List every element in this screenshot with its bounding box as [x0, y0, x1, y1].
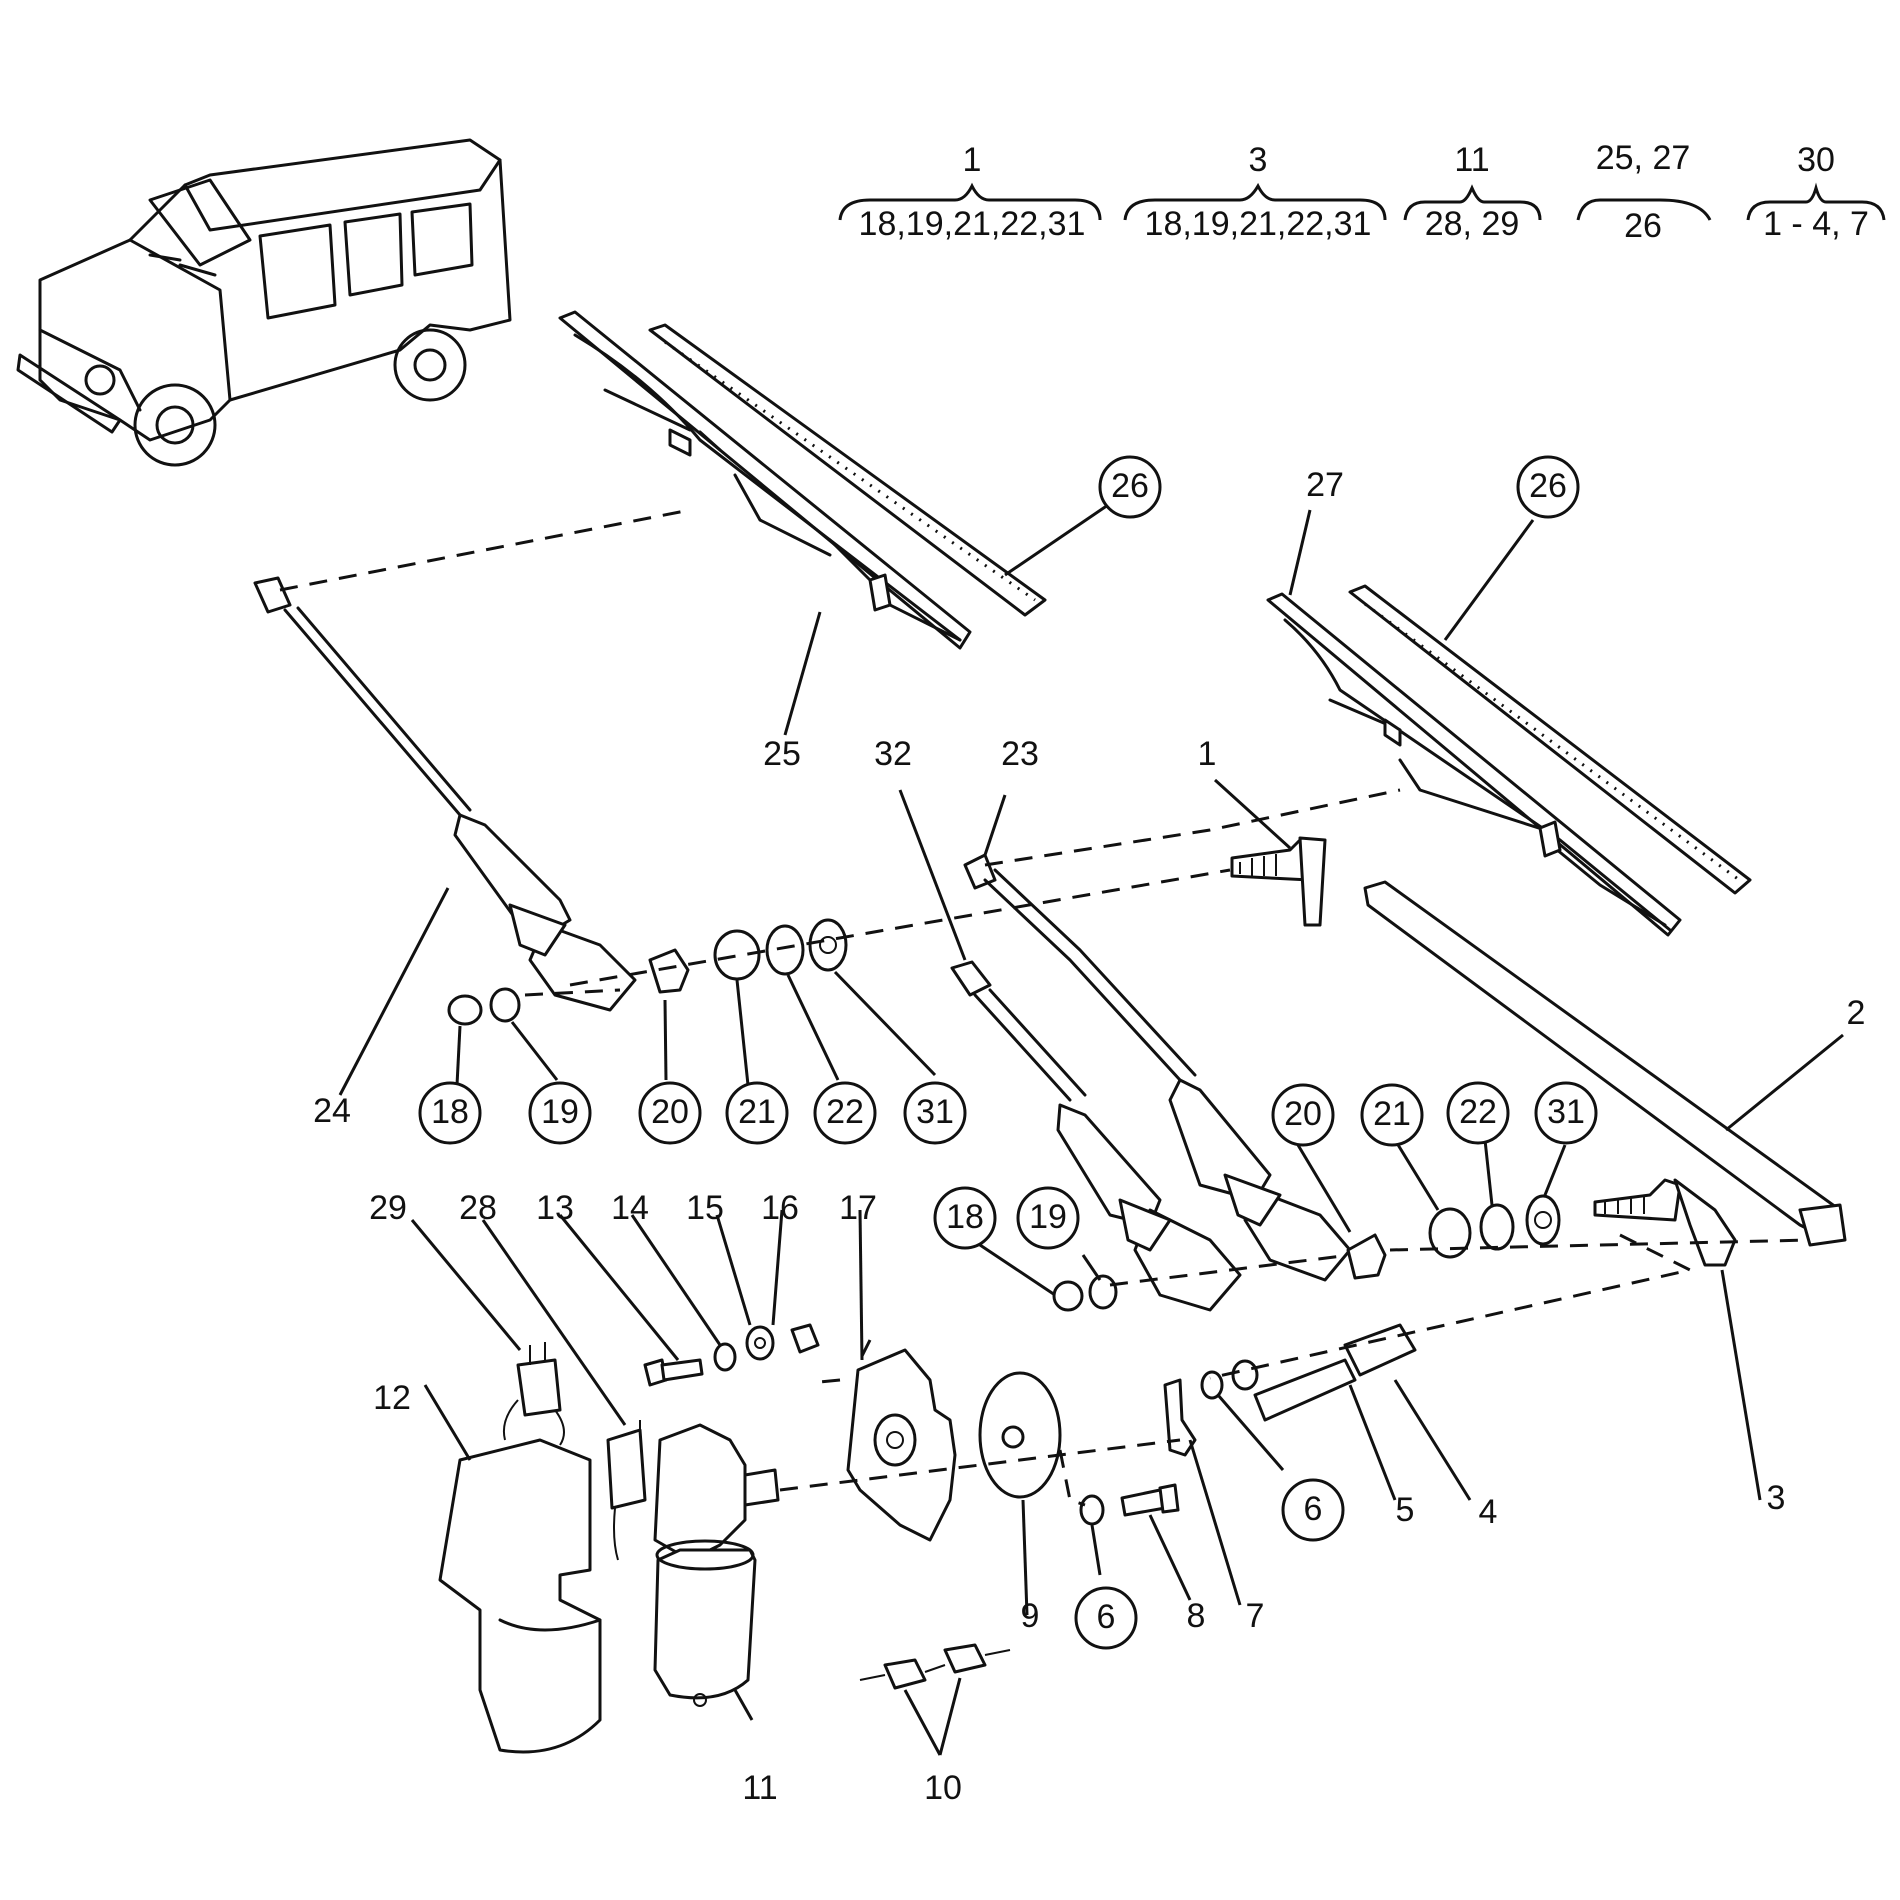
group-25-27-top: 25, 27 — [1596, 139, 1691, 177]
group-3-top: 3 — [1249, 141, 1268, 179]
label-23: 23 — [1001, 735, 1039, 773]
motor-assembly — [438, 1323, 1417, 1754]
group-11-top: 11 — [1454, 141, 1489, 179]
group-30-top: 30 — [1797, 141, 1835, 179]
circled-label-18-center: 18 — [946, 1198, 984, 1236]
circled-label-21-right: 21 — [1373, 1095, 1411, 1133]
label-17: 17 — [839, 1189, 877, 1227]
center-left-wiper-arm — [950, 960, 1242, 1312]
label-1: 1 — [1198, 735, 1217, 773]
label-10: 10 — [924, 1769, 962, 1807]
parts-group-table: 1 18,19,21,22,31 3 18,19,21,22,31 11 28,… — [838, 139, 1886, 245]
label-4: 4 — [1479, 1493, 1498, 1531]
assembly-guide-lines — [279, 508, 1811, 1507]
group-1-top: 1 — [963, 141, 982, 179]
circled-label-20-left: 20 — [651, 1093, 689, 1131]
left-wiper-arm — [253, 576, 637, 1012]
left-wiper-blade — [558, 310, 1047, 650]
label-29: 29 — [369, 1189, 407, 1227]
vehicle-illustration — [16, 138, 512, 467]
group-25-27-bottom: 26 — [1624, 207, 1662, 245]
circled-label-6-upper: 6 — [1304, 1490, 1323, 1528]
circled-label-26-left: 26 — [1111, 467, 1149, 505]
right-wiper-blade — [1266, 584, 1752, 937]
label-11: 11 — [742, 1769, 777, 1807]
label-3: 3 — [1767, 1479, 1786, 1517]
circled-label-19-center: 19 — [1029, 1198, 1067, 1236]
group-3-bottom: 18,19,21,22,31 — [1145, 205, 1372, 243]
wiper-linkage — [1230, 836, 1847, 1267]
label-27: 27 — [1306, 466, 1344, 504]
circled-label-22-left: 22 — [826, 1093, 864, 1131]
circled-label-26-right: 26 — [1529, 467, 1567, 505]
group-11-bottom: 28, 29 — [1425, 205, 1520, 243]
circled-label-19-left: 19 — [541, 1093, 579, 1131]
label-8: 8 — [1187, 1597, 1206, 1635]
label-24: 24 — [313, 1092, 351, 1130]
right-hardware — [1052, 1194, 1561, 1312]
circled-part-labels: 26 26 18 19 20 21 22 31 20 21 22 31 18 1… — [418, 455, 1598, 1650]
circled-label-6-lower: 6 — [1097, 1598, 1116, 1636]
circled-label-21-left: 21 — [738, 1093, 776, 1131]
circled-label-22-right: 22 — [1459, 1093, 1497, 1131]
label-16: 16 — [761, 1189, 799, 1227]
label-28: 28 — [459, 1189, 497, 1227]
group-30-bottom: 1 - 4, 7 — [1763, 205, 1869, 243]
label-32: 32 — [874, 735, 912, 773]
label-13: 13 — [536, 1189, 574, 1227]
center-wiper-arm — [963, 853, 1352, 1282]
circled-label-20-right: 20 — [1284, 1095, 1322, 1133]
label-14: 14 — [611, 1189, 649, 1227]
label-15: 15 — [686, 1189, 724, 1227]
upper-hardware — [447, 918, 848, 1026]
circled-label-31-right: 31 — [1547, 1093, 1585, 1131]
label-9: 9 — [1021, 1597, 1040, 1635]
label-2: 2 — [1847, 994, 1866, 1032]
label-12: 12 — [373, 1379, 411, 1417]
part-number-labels: 1 2 3 4 5 7 8 9 10 11 12 13 14 15 16 17 … — [313, 466, 1865, 1807]
label-25: 25 — [763, 735, 801, 773]
leader-lines — [338, 503, 1844, 1756]
group-1-bottom: 18,19,21,22,31 — [859, 205, 1086, 243]
label-5: 5 — [1396, 1491, 1415, 1529]
label-7: 7 — [1246, 1597, 1265, 1635]
circled-label-31-left: 31 — [916, 1093, 954, 1131]
circled-label-18-left: 18 — [431, 1093, 469, 1131]
